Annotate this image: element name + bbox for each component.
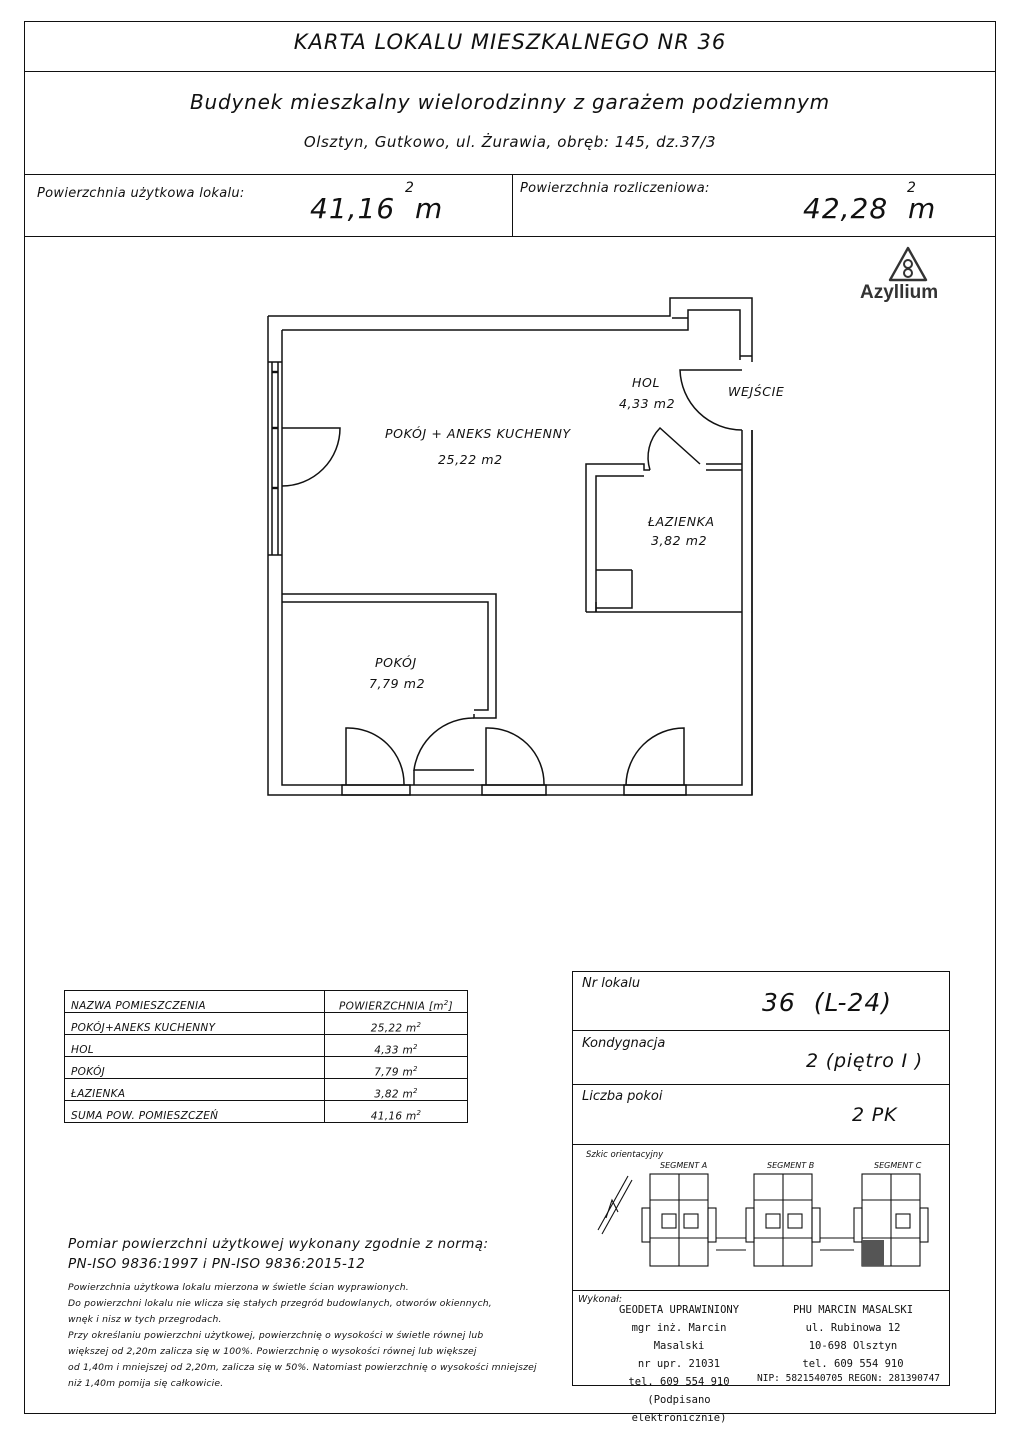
room-area-living: 25,22 m2 — [438, 452, 503, 467]
fine-print-line: Do powierzchni lokalu nie wlicza się sta… — [68, 1298, 492, 1309]
entrance-label: WEJŚCIE — [728, 384, 785, 399]
usable-area-value: 41,16 m 2 — [310, 180, 444, 225]
surveyor-line: nr upr. 21031 — [637, 1358, 721, 1370]
table-row: POKÓJ 7,79 m2 — [64, 1056, 468, 1079]
table-cell-name: SUMA POW. POMIESZCZEŃ — [64, 1100, 325, 1123]
info-box — [572, 971, 950, 1386]
unit-number-value: 36 (L-24) — [762, 988, 893, 1017]
divider — [572, 1144, 950, 1145]
segment-a-label: SEGMENT A — [660, 1161, 708, 1170]
logo-text: Azyllium — [860, 282, 939, 303]
room-table: NAZWA POMIESZCZENIA POWIERZCHNIA [m2] PO… — [64, 990, 468, 1123]
divider — [572, 1290, 950, 1291]
fine-print-line: niż 1,40m pomija się całkowicie. — [68, 1378, 224, 1389]
room-label-hall: HOL — [632, 375, 661, 390]
fine-print-line: Przy określaniu powierzchni użytkowej, p… — [68, 1330, 484, 1341]
floor-plan — [267, 297, 753, 796]
room-label-bathroom: ŁAZIENKA — [648, 514, 715, 529]
divider — [24, 236, 996, 237]
company-stamp: PHU MARCIN MASALSKI ul. Rubinowa 12 10-6… — [770, 1301, 936, 1373]
room-label-living: POKÓJ + ANEKS KUCHENNY — [385, 426, 571, 441]
floor-label: Kondygnacja — [582, 1036, 666, 1051]
table-header-name: NAZWA POMIESZCZENIA — [64, 990, 325, 1013]
page-title: KARTA LOKALU MIESZKALNEGO NR 36 — [293, 30, 727, 54]
unit-number-label: Nr lokalu — [582, 976, 641, 991]
table-cell-area: 4,33 m2 — [324, 1034, 468, 1057]
rooms-count-value: 2 PK — [852, 1104, 898, 1126]
segment-b-label: SEGMENT B — [767, 1161, 815, 1170]
table-row: HOL 4,33 m2 — [64, 1034, 468, 1057]
table-cell-area: 41,16 m2 — [324, 1100, 468, 1123]
rooms-count-label: Liczba pokoi — [582, 1089, 663, 1104]
unit-location-marker — [862, 1240, 884, 1266]
fine-print-line: wnęk i nisz w tych przegrodach. — [68, 1314, 222, 1325]
company-line: ul. Rubinowa 12 — [805, 1322, 901, 1334]
divider — [512, 174, 513, 236]
divider — [24, 71, 996, 72]
settlement-area-value: 42,28 m 2 — [803, 180, 937, 225]
table-cell-area: 25,22 m2 — [324, 1012, 468, 1035]
surveyor-line: GEODETA UPRAWINIONY — [618, 1304, 740, 1316]
table-row: ŁAZIENKA 3,82 m2 — [64, 1078, 468, 1101]
surveyor-line: (Podpisano elektronicznie) — [631, 1394, 727, 1424]
building-description: Budynek mieszkalny wielorodzinny z garaż… — [190, 90, 830, 114]
table-cell-area: 7,79 m2 — [324, 1056, 468, 1079]
table-cell-name: POKÓJ — [64, 1056, 325, 1079]
norm-note-line2: PN-ISO 9836:1997 i PN-ISO 9836:2015-12 — [68, 1256, 366, 1272]
surveyor-line: tel. 609 554 910 — [628, 1376, 730, 1388]
segment-c-label: SEGMENT C — [874, 1161, 922, 1170]
fine-print-line: większej od 2,20m zalicza się w 100%. Po… — [68, 1346, 477, 1357]
room-area-room: 7,79 m2 — [369, 676, 426, 691]
page-frame — [24, 21, 996, 1414]
divider — [572, 1030, 950, 1031]
surveyor-stamp: GEODETA UPRAWINIONY mgr inż. Marcin Masa… — [604, 1301, 754, 1427]
fine-print: Powierzchnia użytkowa lokalu mierzona w … — [68, 1280, 558, 1392]
company-ids: NIP: 5821540705 REGON: 281390747 — [757, 1373, 941, 1384]
usable-area-label: Powierzchnia użytkowa lokalu: — [37, 186, 245, 201]
surveyor-line: mgr inż. Marcin Masalski — [631, 1322, 727, 1352]
table-header-area: POWIERZCHNIA [m2] — [324, 990, 468, 1013]
table-header-row: NAZWA POMIESZCZENIA POWIERZCHNIA [m2] — [64, 990, 468, 1013]
address: Olsztyn, Gutkowo, ul. Żurawia, obręb: 14… — [303, 133, 717, 151]
fine-print-line: od 1,40m i mniejszej od 2,20m, zalicza s… — [68, 1362, 537, 1373]
company-line: tel. 609 554 910 — [802, 1358, 904, 1370]
table-cell-name: HOL — [64, 1034, 325, 1057]
fine-print-line: Powierzchnia użytkowa lokalu mierzona w … — [68, 1282, 409, 1293]
sketch-label: Szkic orientacyjny — [586, 1150, 664, 1160]
table-cell-area: 3,82 m2 — [324, 1078, 468, 1101]
company-line: 10-698 Olsztyn — [808, 1340, 898, 1352]
floor-value: 2 (piętro I ) — [806, 1050, 923, 1072]
company-line: PHU MARCIN MASALSKI — [792, 1304, 914, 1316]
divider — [572, 1084, 950, 1085]
room-label-room: POKÓJ — [375, 655, 417, 670]
table-cell-name: ŁAZIENKA — [64, 1078, 325, 1101]
divider — [24, 174, 996, 175]
norm-note-line1: Pomiar powierzchni użytkowej wykonany zg… — [68, 1236, 489, 1252]
room-area-hall: 4,33 m2 — [619, 396, 676, 411]
table-row-total: SUMA POW. POMIESZCZEŃ 41,16 m2 — [64, 1100, 468, 1123]
made-by-label: Wykonał: — [578, 1294, 623, 1305]
orientation-sketch — [597, 1173, 929, 1267]
settlement-area-label: Powierzchnia rozliczeniowa: — [520, 181, 710, 196]
table-cell-name: POKÓJ+ANEKS KUCHENNY — [64, 1012, 325, 1035]
room-area-bathroom: 3,82 m2 — [651, 533, 708, 548]
table-row: POKÓJ+ANEKS KUCHENNY 25,22 m2 — [64, 1012, 468, 1035]
azyllium-logo-icon — [886, 246, 930, 282]
